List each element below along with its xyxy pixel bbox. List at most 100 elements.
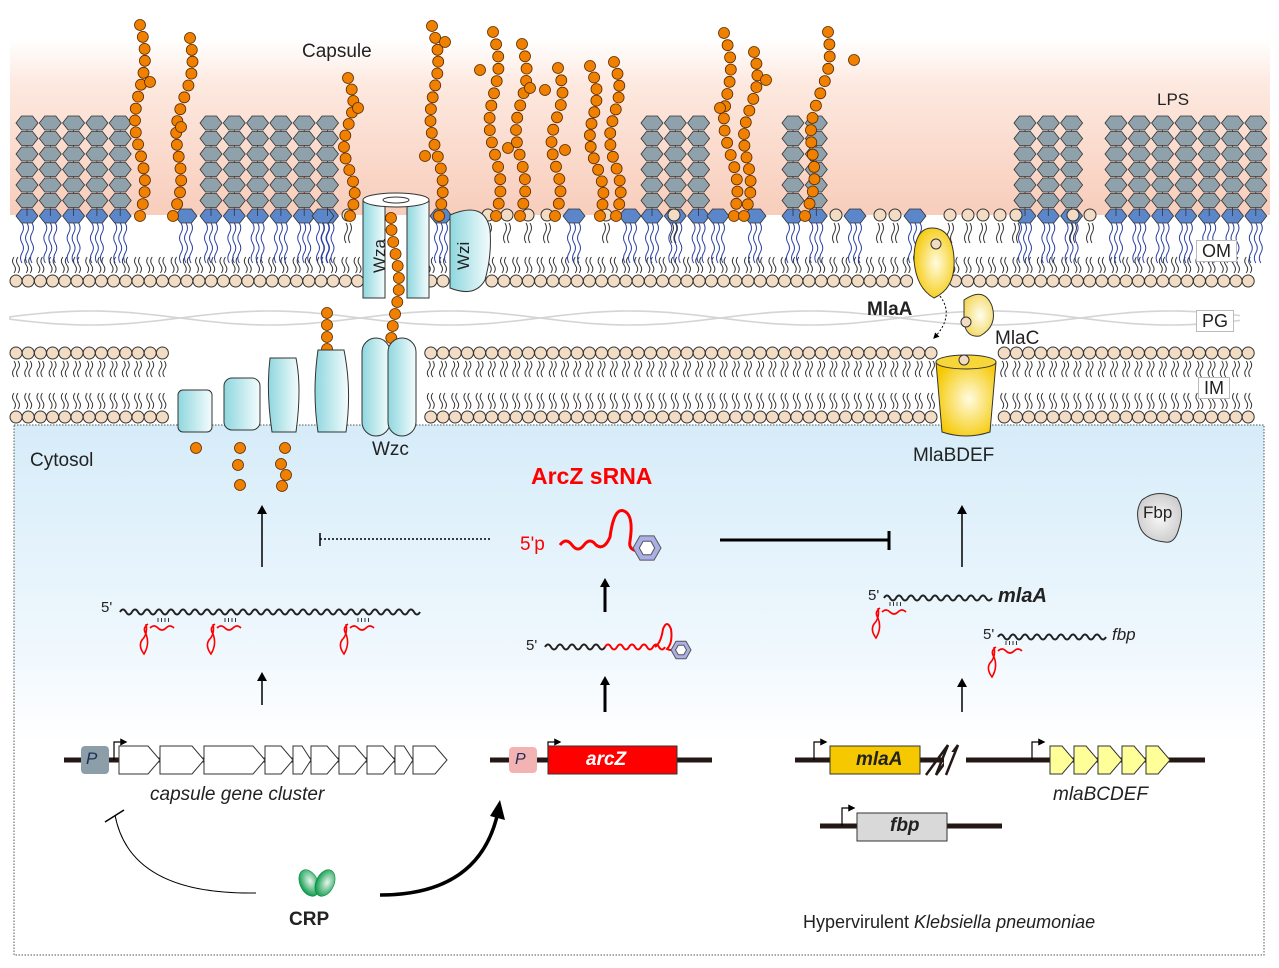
phospholipid-head	[753, 410, 767, 424]
lipid-tail	[796, 360, 801, 378]
mlabcdef-orf	[1049, 745, 1075, 775]
lps-core-hexagon	[15, 146, 39, 162]
lipid-tail	[723, 256, 728, 274]
phospholipid-head	[9, 274, 23, 288]
lipid-tail	[914, 392, 919, 410]
lipid-tail	[683, 256, 687, 274]
lipid-tail	[609, 392, 614, 410]
lipid-tail	[756, 392, 761, 410]
lipid-tail	[125, 392, 130, 410]
capsule-sugar-bead	[392, 272, 405, 284]
lps-core-hexagon	[1036, 177, 1060, 193]
phospholipid-head	[314, 274, 328, 288]
capsule-sugar-bead	[612, 91, 625, 104]
lipid-tail	[524, 392, 529, 410]
lipid-tail	[829, 256, 834, 274]
capsule-sugar-bead	[132, 90, 145, 103]
capsule-sugar-bead	[348, 187, 361, 199]
lipid-tail	[60, 360, 65, 378]
lipid-tail	[1000, 360, 1005, 378]
lipid-tail	[565, 256, 569, 274]
lipid-tail	[1175, 392, 1179, 410]
phospholipid-head	[668, 346, 682, 360]
capsule-sugar-bead	[519, 185, 532, 198]
lipid-tail	[768, 392, 773, 410]
capsule-sugar-bead	[171, 198, 184, 211]
phospholipid-head	[900, 410, 914, 424]
lipid-tail	[125, 360, 130, 378]
lipid-tail	[1175, 360, 1179, 378]
lps-core-hexagon	[222, 162, 246, 177]
lipid-transport-arrow	[933, 295, 947, 339]
capsule-sugar-bead	[174, 186, 186, 199]
lps-core-hexagon	[38, 193, 62, 208]
lipid-tail	[1122, 256, 1127, 274]
phospholipid-head	[534, 410, 548, 424]
lipid-a-tail	[567, 222, 571, 264]
lipid-tail	[1183, 360, 1188, 378]
lipid-tail	[479, 392, 484, 410]
lps-core-hexagon	[222, 146, 246, 162]
lps-core-hexagon	[269, 177, 293, 193]
lipid-tail	[711, 256, 716, 274]
lipid-a-tail	[809, 222, 814, 264]
capsule-sugar-bead	[134, 19, 146, 31]
lipid-tail	[536, 392, 541, 410]
lipid-tail	[1114, 360, 1118, 378]
lipid-tail	[894, 256, 899, 274]
arcz-mature-srna	[558, 509, 641, 553]
lipid-tail	[719, 360, 724, 378]
capsule-sugar-bead	[387, 236, 400, 248]
lipid-tail	[516, 392, 521, 410]
lipid-tail	[613, 360, 618, 378]
lipid-a-tail	[1178, 222, 1183, 264]
phospholipid-head	[302, 274, 316, 288]
lipid-tail	[1016, 360, 1021, 378]
capsule-sugar-bead	[510, 124, 522, 136]
phospholipid-head	[448, 410, 462, 424]
lipid-tail	[780, 256, 785, 274]
lipid-tail	[146, 256, 151, 274]
lipid-tail	[1195, 360, 1200, 378]
capsule-sugar-bead	[723, 75, 736, 88]
phospholipid-head	[82, 346, 96, 360]
phospholipid-head	[131, 410, 145, 424]
lipid-tail	[540, 392, 545, 410]
lipid-tail	[841, 256, 846, 274]
lipid-tail	[24, 256, 29, 274]
lps-core-hexagon	[108, 162, 132, 177]
capsule-sugar-bead	[731, 185, 744, 198]
capsule-sugar-bead	[587, 152, 600, 165]
phospholipid-head	[33, 410, 47, 424]
phospholipid-head	[1241, 346, 1255, 360]
phospholipid-head	[570, 274, 584, 288]
phospholipid-head	[802, 410, 816, 424]
lipid-tail	[772, 256, 777, 274]
lipid-tail	[658, 256, 663, 274]
capsule-sugar-bead	[519, 50, 531, 63]
lipid-tail	[146, 360, 151, 378]
lps-core-hexagon	[15, 193, 39, 208]
lps-core-hexagon	[1220, 162, 1245, 177]
phospholipid-head	[155, 274, 169, 288]
lipid-tail	[866, 360, 870, 378]
phospholipid-head	[1083, 208, 1097, 222]
phospholipid-head	[1070, 410, 1084, 424]
fbp-gene-label: fbp	[890, 815, 920, 836]
capsule-sugar-bead	[485, 136, 498, 149]
lps-core-hexagon	[85, 146, 109, 162]
lps-core-hexagon	[246, 177, 270, 193]
phospholipid-head	[119, 346, 133, 360]
lipid-tail	[500, 360, 504, 378]
lipid-a-hexagon	[562, 208, 586, 224]
phospholipid-head	[741, 410, 755, 424]
capsule-sugar-bead	[524, 82, 536, 94]
lipid-tail	[918, 360, 923, 378]
lipid-tail	[719, 392, 724, 410]
lipid-tail	[1126, 256, 1131, 274]
phospholipid-head	[595, 274, 609, 288]
lps-core-hexagon	[246, 146, 270, 162]
phospholipid-head	[546, 346, 560, 360]
wzx-protein	[177, 389, 213, 433]
capsule-orf	[366, 745, 396, 775]
